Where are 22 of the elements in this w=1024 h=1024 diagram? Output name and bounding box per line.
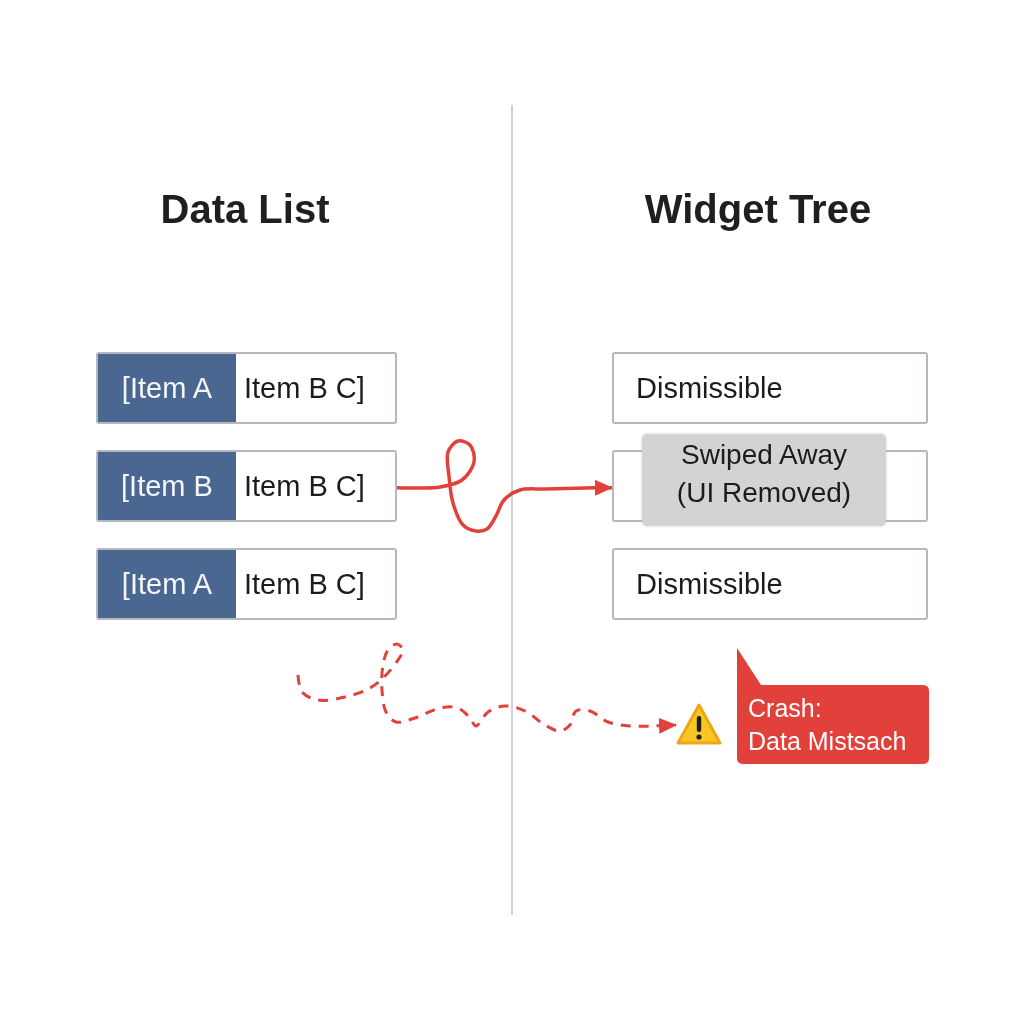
widget-box [612, 548, 928, 620]
highlighted-item: [Item B [98, 452, 236, 520]
list-row [96, 450, 397, 522]
panel-heading: Data List [160, 186, 330, 232]
callout-text: Data Mistsach [748, 726, 907, 756]
curved-arrow [395, 439, 614, 533]
list-row [96, 548, 397, 620]
highlighted-item: [Item A [98, 354, 236, 422]
list-row [96, 352, 397, 424]
dashed-arrow [296, 642, 677, 734]
item-text: Item B C] [244, 371, 365, 405]
widget-label: Dismissible [636, 371, 783, 405]
overlay-text: Swiped Away (UI Removed) [675, 438, 853, 510]
widget-label: Dismissible [636, 567, 783, 601]
widget-box [612, 352, 928, 424]
swiped-overlay [642, 434, 886, 526]
callout-heading: Crash: [748, 693, 822, 723]
item-text: Item B C] [244, 567, 365, 601]
highlighted-item: [Item A [98, 550, 236, 618]
warning-icon [676, 702, 722, 746]
panel-heading: Widget Tree [644, 186, 872, 232]
item-text: Item B C] [244, 469, 365, 503]
